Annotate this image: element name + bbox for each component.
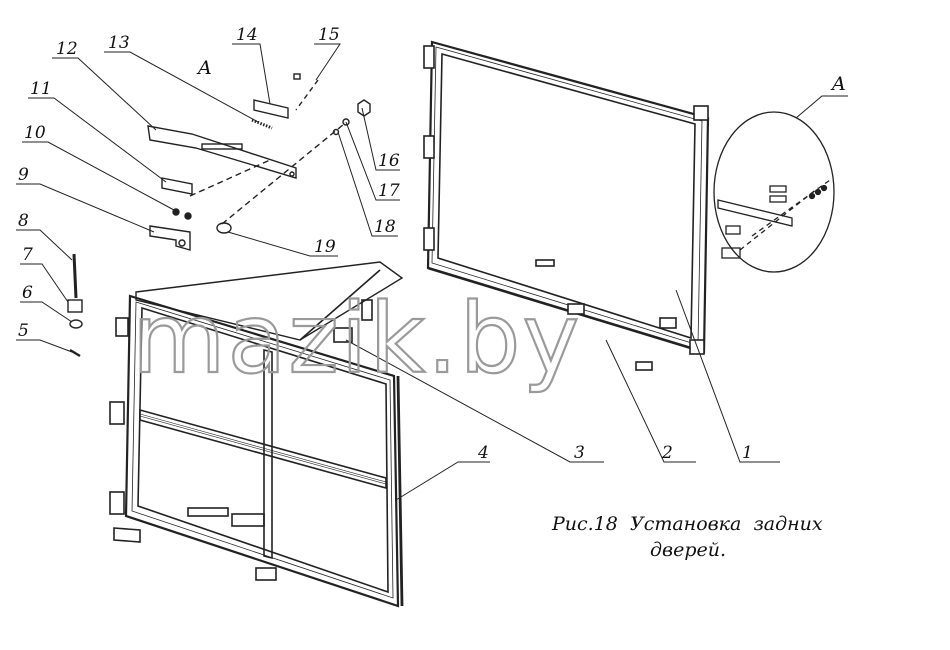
label-18: 18	[374, 217, 396, 237]
label-2: 2	[661, 443, 673, 463]
label-9: 9	[18, 165, 29, 185]
label-6: 6	[22, 283, 33, 303]
label-3: 3	[574, 443, 585, 463]
label-14: 14	[236, 25, 258, 45]
label-8: 8	[18, 211, 29, 231]
label-16: 16	[378, 151, 400, 171]
label-10: 10	[24, 123, 46, 143]
figure-caption: Рис.18 Установка задних дверей.	[551, 513, 823, 561]
label-4: 4	[477, 443, 489, 463]
caption-line-1: Рис.18 Установка задних	[551, 513, 823, 535]
label-1: 1	[742, 443, 753, 463]
upper-door-frame	[423, 40, 710, 371]
label-12: 12	[56, 39, 78, 59]
label-5: 5	[18, 321, 29, 341]
label-13: 13	[108, 33, 130, 53]
label-11: 11	[30, 79, 52, 99]
label-7: 7	[22, 245, 33, 265]
view-letter-left: A	[196, 57, 212, 79]
label-19: 19	[314, 237, 336, 257]
exploded-hardware	[67, 73, 371, 358]
part-labels: 1 2 3 4 5 6 7 8 9 10 11 12 13 14 15 16 1…	[18, 25, 846, 463]
label-17: 17	[378, 181, 400, 201]
detail-view-a	[713, 111, 835, 273]
label-15: 15	[318, 25, 340, 45]
lower-door-frame	[109, 261, 404, 608]
view-letter-right: A	[830, 73, 846, 95]
leader-lines	[16, 43, 848, 501]
watermark: mazik.by	[132, 283, 581, 395]
caption-line-2: дверей.	[650, 539, 726, 561]
